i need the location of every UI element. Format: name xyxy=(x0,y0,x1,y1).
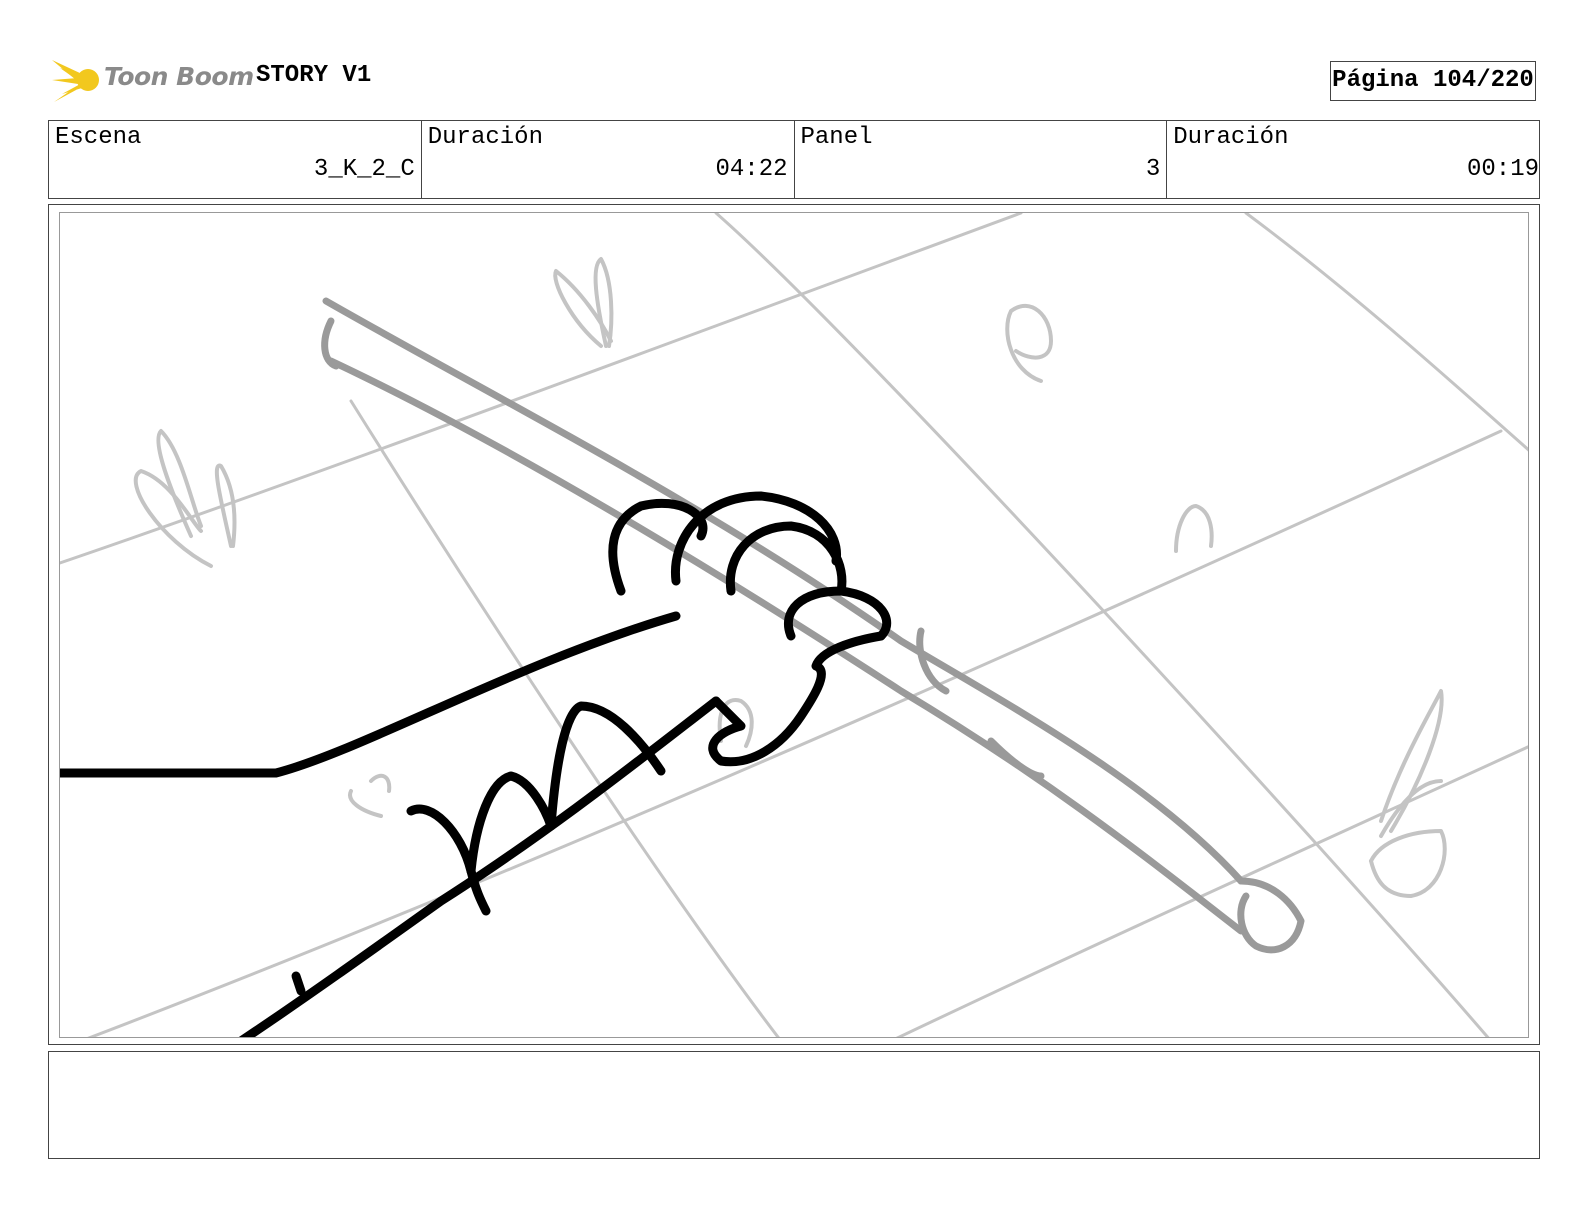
scene-duration-cell: Duración 04:22 xyxy=(422,121,795,198)
panel-frame xyxy=(48,204,1540,1045)
scene-label: Escena xyxy=(55,124,142,151)
scene-duration-label: Duración xyxy=(427,124,543,151)
panel-label: Panel xyxy=(800,124,873,151)
notes-box xyxy=(48,1051,1540,1159)
story-title: STORY V1 xyxy=(256,62,372,89)
scene-cell: Escena 3_K_2_C xyxy=(49,121,422,198)
panel-duration-label: Duración xyxy=(1173,124,1289,151)
scene-info-row: Escena 3_K_2_C Duración 04:22 Panel 3 Du… xyxy=(48,120,1540,199)
storyboard-sketch xyxy=(60,213,1528,1037)
grass-tufts xyxy=(133,257,1447,898)
panel-value: 3 xyxy=(1145,156,1161,183)
toon-boom-logo-icon xyxy=(52,60,99,102)
panel-duration-cell: Duración 00:19 xyxy=(1167,121,1539,198)
scene-duration-value: 04:22 xyxy=(715,156,788,183)
panel-drawing-area xyxy=(59,212,1529,1038)
floor-tile-lines xyxy=(60,213,1528,1037)
bat-sketch xyxy=(321,297,1305,954)
hand-arm-sketch xyxy=(60,491,892,1037)
logo-text: Toon Boom xyxy=(104,62,254,91)
panel-cell: Panel 3 xyxy=(795,121,1168,198)
panel-duration-value: 00:19 xyxy=(1467,156,1539,183)
page-indicator: Página 104/220 xyxy=(1330,61,1536,101)
scene-value: 3_K_2_C xyxy=(313,156,415,183)
